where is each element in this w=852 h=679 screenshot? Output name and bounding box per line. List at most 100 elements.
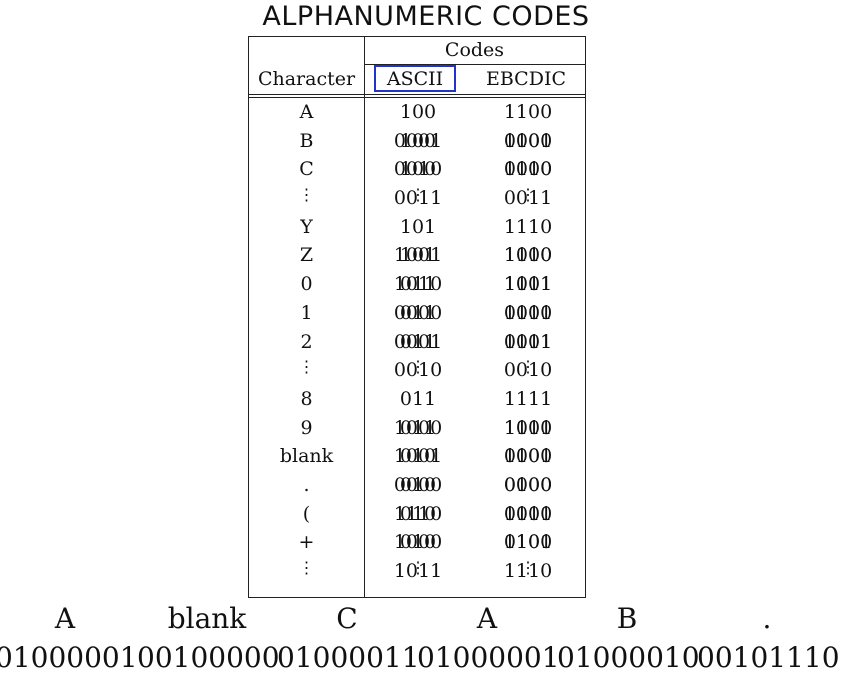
ebcdic-cell: 1111 1001 [477,414,579,471]
ascii-cell-text: 101 1010 [393,244,443,296]
example-binary-code: 01000011 [277,641,420,674]
table-row: 8 011 1000 1111 1000 [249,385,585,439]
ebcdic-cell-text: 1111 0010 [503,330,553,382]
ebcdic-cell: 1111 0000 [477,270,579,327]
ascii-cell-text: 011 0010 [393,330,443,382]
example-character: A [476,602,498,635]
example-binary-code: 01000010 [557,641,700,674]
ascii-cell-text: 100 0001 [393,101,443,152]
character-cell-text: C [299,158,314,181]
ascii-cell: 011 1000 [373,385,463,442]
ebcdic-cell-text: 1111 0000 [503,273,553,324]
page-title: ALPHANUMERIC CODES [262,1,590,32]
example-character: blank [167,602,247,635]
table-row: C 100 0011 1100 0011 [249,155,585,209]
ascii-cell-text: 101 1001 [393,215,443,267]
character-cell: blank [249,442,364,471]
table-row: ⋮⋮⋮ [249,184,585,213]
codes-header: Codes [444,39,505,61]
character-cell-text: ⋮ [298,185,315,205]
example-character: C [336,602,358,635]
ebcdic-cell-text: 1100 0010 [503,129,553,181]
character-cell-text: ( [302,502,311,525]
ebcdic-cell: 1110 1000 [477,213,579,270]
ascii-cell: 010 1000 [373,500,463,557]
character-cell: A [249,98,364,127]
ascii-cell: 100 0010 [373,127,463,184]
character-header: Character [257,68,356,90]
ebcdic-cell-text: 1111 0001 [503,301,553,353]
example-character: A [54,602,76,635]
ascii-cell-text: 010 1110 [393,473,443,525]
character-cell: 2 [249,328,364,357]
example-binary-code: 01000001 [417,641,560,674]
ascii-cell-text: 010 0000 [393,445,443,496]
ascii-cell: 010 1011 [373,528,463,585]
character-cell: Z [249,241,364,270]
ebcdic-cell-text: ⋮ [520,558,536,577]
ascii-cell: 010 0000 [373,442,463,499]
ebcdic-cell-text: 1111 1000 [503,387,553,439]
table-row: 2 011 0010 1111 0010 [249,328,585,382]
character-cell-text: ⋮ [298,357,315,377]
example-character: . [762,602,772,635]
ascii-header: ASCII [386,68,444,90]
ebcdic-cell: 1100 0001 [477,98,579,155]
ascii-cell: 100 0011 [373,155,463,212]
ascii-cell: 011 0001 [373,299,463,356]
character-cell: Y [249,213,364,242]
character-cell-text: 9 [300,416,313,439]
character-cell-text: 1 [300,301,313,324]
ebcdic-cell: 1100 0011 [477,155,579,212]
character-cell: 8 [249,385,364,414]
ebcdic-cell: 0100 1011 [477,471,579,528]
character-cell-text: Y [300,215,313,238]
example-binary-code: 00101110 [697,641,840,674]
character-cell-text: Z [299,244,314,267]
ascii-cell: 011 0010 [373,328,463,385]
character-cell-text: blank [279,445,334,468]
character-cell: 9 [249,414,364,443]
character-cell: ⋮ [249,184,364,213]
ebcdic-cell: 1111 0001 [477,299,579,356]
table-row: B 100 0010 1100 0010 [249,127,585,181]
ebcdic-cell: 1100 0010 [477,127,579,184]
ascii-cell: 010 1110 [373,471,463,528]
ascii-cell-text: 011 0000 [393,273,443,324]
ebcdic-cell: 0100 1110 [477,528,579,585]
table-row: . 010 1110 0100 1011 [249,471,585,525]
table-row: blank 010 0000 0100 0000 [249,442,585,496]
example-binary-code: 01000001 [0,641,138,674]
ascii-cell-text: 011 1001 [393,416,443,468]
character-cell-text: A [299,101,314,123]
character-cell: ⋮ [249,557,364,586]
ascii-cell-text: 100 0010 [393,129,443,181]
ebcdic-cell: ⋮ [477,184,579,213]
ebcdic-cell-text: 0100 1101 [503,502,553,554]
ebcdic-cell-text: 1100 0001 [503,101,553,152]
ebcdic-cell-text: 1100 0011 [503,158,553,210]
character-cell: + [249,528,364,557]
character-cell: 1 [249,299,364,328]
character-cell-text: B [299,129,314,152]
table-row: ⋮⋮⋮ [249,356,585,385]
ascii-cell-text: 011 1000 [393,387,443,439]
ascii-cell: 101 1001 [373,213,463,270]
table-row: 0 011 0000 1111 0000 [249,270,585,324]
ebcdic-cell: 1111 0010 [477,328,579,385]
character-cell: 0 [249,270,364,299]
ebcdic-cell-text: 0100 0000 [503,445,553,496]
ebcdic-cell-text: ⋮ [520,185,536,205]
character-cell: . [249,471,364,500]
column-divider [364,37,365,597]
ascii-highlight-box [374,65,456,92]
character-cell: C [249,155,364,184]
character-cell: ⋮ [249,356,364,385]
ebcdic-cell-text: ⋮ [520,357,536,377]
ebcdic-cell: 0100 0000 [477,442,579,499]
ebcdic-cell: 0100 1101 [477,500,579,557]
